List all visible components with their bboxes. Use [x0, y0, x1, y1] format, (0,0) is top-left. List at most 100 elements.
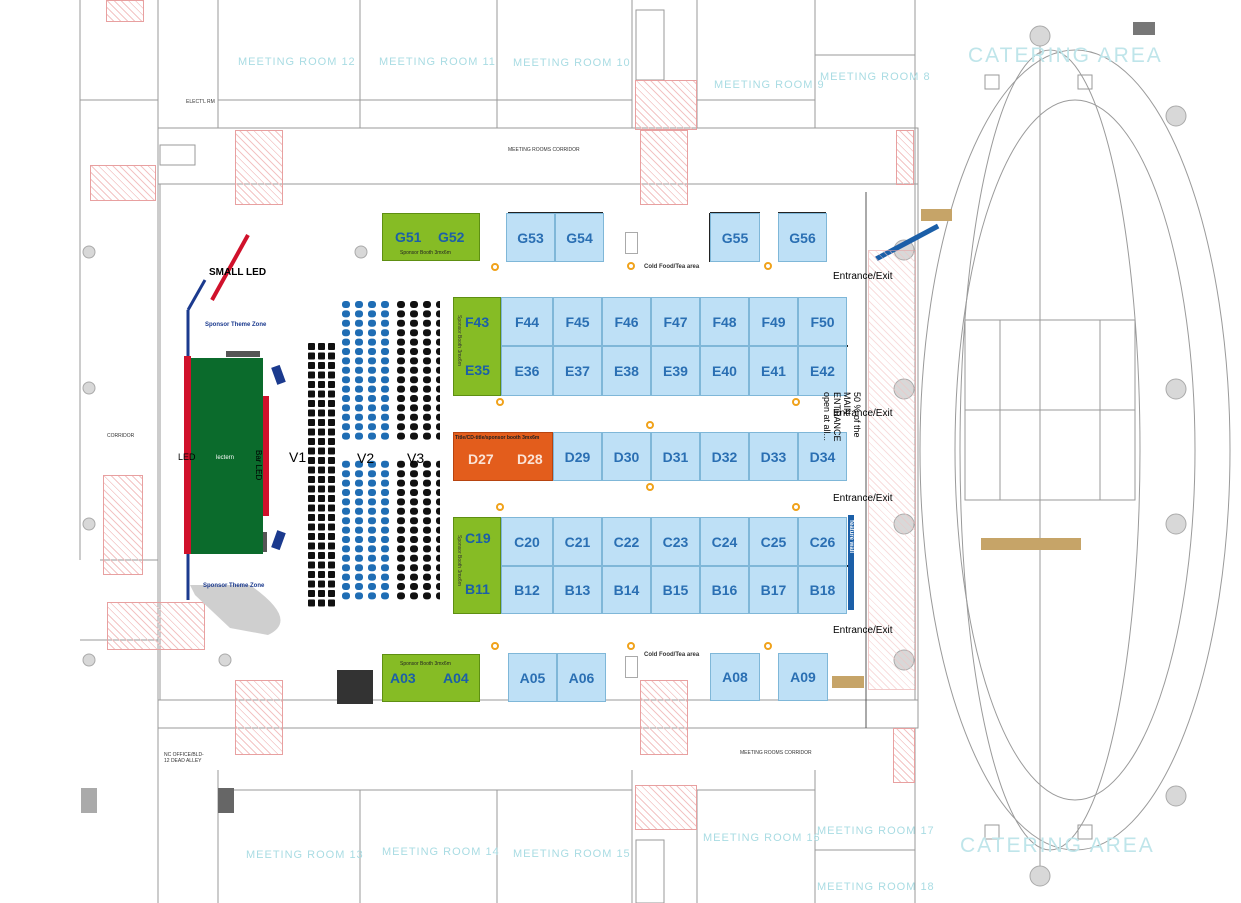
chair — [318, 371, 325, 379]
chair — [368, 357, 376, 365]
booth-d30[interactable]: D30 — [602, 432, 651, 481]
booth-g54[interactable]: G54 — [555, 213, 604, 262]
chair — [342, 573, 350, 581]
booth-b13[interactable]: B13 — [553, 566, 602, 614]
chair — [342, 366, 350, 374]
chair — [381, 526, 389, 534]
booth-g55[interactable]: G55 — [710, 213, 760, 262]
hatched-area — [235, 130, 283, 205]
marker-dot — [491, 642, 499, 650]
chair — [355, 554, 363, 562]
booth-c23[interactable]: C23 — [651, 517, 700, 566]
title-sponsor-booth[interactable] — [453, 432, 553, 481]
chair — [318, 495, 325, 502]
booth-e35[interactable]: E35 — [465, 362, 490, 378]
chair — [381, 592, 389, 600]
booth-b16[interactable]: B16 — [700, 566, 749, 614]
sponsor-booth-a03-a04[interactable] — [382, 654, 480, 702]
chair — [368, 545, 376, 553]
booth-f49[interactable]: F49 — [749, 297, 798, 346]
chair — [318, 504, 325, 512]
chair — [368, 338, 376, 346]
booth-e42[interactable]: E42 — [798, 346, 847, 396]
booth-e37[interactable]: E37 — [553, 346, 602, 396]
marker-dot — [764, 642, 772, 650]
chair — [423, 498, 431, 506]
chair — [410, 319, 418, 327]
chair — [355, 470, 363, 478]
booth-e38[interactable]: E38 — [602, 346, 651, 396]
booth-d28[interactable]: D28 — [517, 451, 543, 467]
chair — [410, 310, 418, 318]
chair — [381, 376, 389, 384]
booth-d34[interactable]: D34 — [798, 432, 847, 481]
booth-c25[interactable]: C25 — [749, 517, 798, 566]
booth-e41[interactable]: E41 — [749, 346, 798, 396]
booth-e36[interactable]: E36 — [501, 346, 553, 396]
booth-f43[interactable]: F43 — [465, 314, 490, 330]
chair — [381, 357, 389, 365]
booth-a09[interactable]: A09 — [778, 653, 828, 701]
booth-e39[interactable]: E39 — [651, 346, 700, 396]
booth-b12[interactable]: B12 — [501, 566, 553, 614]
booth-b15[interactable]: B15 — [651, 566, 700, 614]
booth-a06[interactable]: A06 — [557, 653, 606, 702]
sponsor-booth-c19-b11[interactable] — [453, 517, 501, 614]
booth-d29[interactable]: D29 — [553, 432, 602, 481]
chair — [342, 507, 350, 515]
chair — [355, 376, 363, 384]
booth-c19[interactable]: C19 — [465, 530, 491, 546]
booth-b18[interactable]: B18 — [798, 566, 847, 614]
chair — [318, 447, 325, 455]
chair — [368, 583, 376, 590]
booth-d32[interactable]: D32 — [700, 432, 749, 481]
booth-f47[interactable]: F47 — [651, 297, 700, 346]
booth-f44[interactable]: F44 — [501, 297, 553, 346]
booth-b14[interactable]: B14 — [602, 566, 651, 614]
chair — [318, 476, 325, 483]
booth-a04[interactable]: A04 — [443, 670, 469, 686]
booth-d31[interactable]: D31 — [651, 432, 700, 481]
chair — [328, 485, 335, 493]
booth-f50[interactable]: F50 — [798, 297, 847, 346]
booth-c20[interactable]: C20 — [501, 517, 553, 566]
meeting-room-13: MEETING ROOM 13 — [246, 849, 364, 861]
booth-a03[interactable]: A03 — [390, 670, 416, 686]
booth-b17[interactable]: B17 — [749, 566, 798, 614]
sponsor-booth-g51-g52[interactable] — [382, 213, 480, 261]
booth-c24[interactable]: C24 — [700, 517, 749, 566]
chair — [355, 338, 363, 346]
booth-c26[interactable]: C26 — [798, 517, 847, 566]
booth-g56[interactable]: G56 — [778, 213, 827, 262]
chair — [381, 489, 389, 496]
chair — [423, 319, 431, 327]
chair — [328, 400, 335, 407]
chair — [423, 489, 431, 496]
booth-g51[interactable]: G51 — [395, 229, 422, 245]
booth-f46[interactable]: F46 — [602, 297, 651, 346]
chair — [328, 533, 335, 540]
booth-f48[interactable]: F48 — [700, 297, 749, 346]
booth-c21[interactable]: C21 — [553, 517, 602, 566]
booth-f45[interactable]: F45 — [553, 297, 602, 346]
booth-d33[interactable]: D33 — [749, 432, 798, 481]
booth-g52[interactable]: G52 — [438, 229, 465, 245]
booth-b11[interactable]: B11 — [465, 581, 490, 597]
booth-d27[interactable]: D27 — [468, 451, 494, 467]
chair — [308, 343, 315, 350]
chair — [308, 438, 315, 445]
chair — [423, 310, 431, 318]
sponsor-booth-f43-e35[interactable] — [453, 297, 501, 396]
booth-e40[interactable]: E40 — [700, 346, 749, 396]
marker-dot — [491, 263, 499, 271]
booth-c22[interactable]: C22 — [602, 517, 651, 566]
booth-a05[interactable]: A05 — [508, 653, 557, 702]
chair — [342, 564, 350, 572]
lectern-label: lectern — [216, 455, 235, 461]
cold-food-bottom-label: Cold Food/Tea area — [644, 652, 700, 658]
chair — [342, 554, 350, 562]
booth-g53[interactable]: G53 — [506, 213, 555, 262]
chair — [381, 432, 389, 440]
chair — [328, 552, 335, 559]
booth-a08[interactable]: A08 — [710, 653, 760, 701]
